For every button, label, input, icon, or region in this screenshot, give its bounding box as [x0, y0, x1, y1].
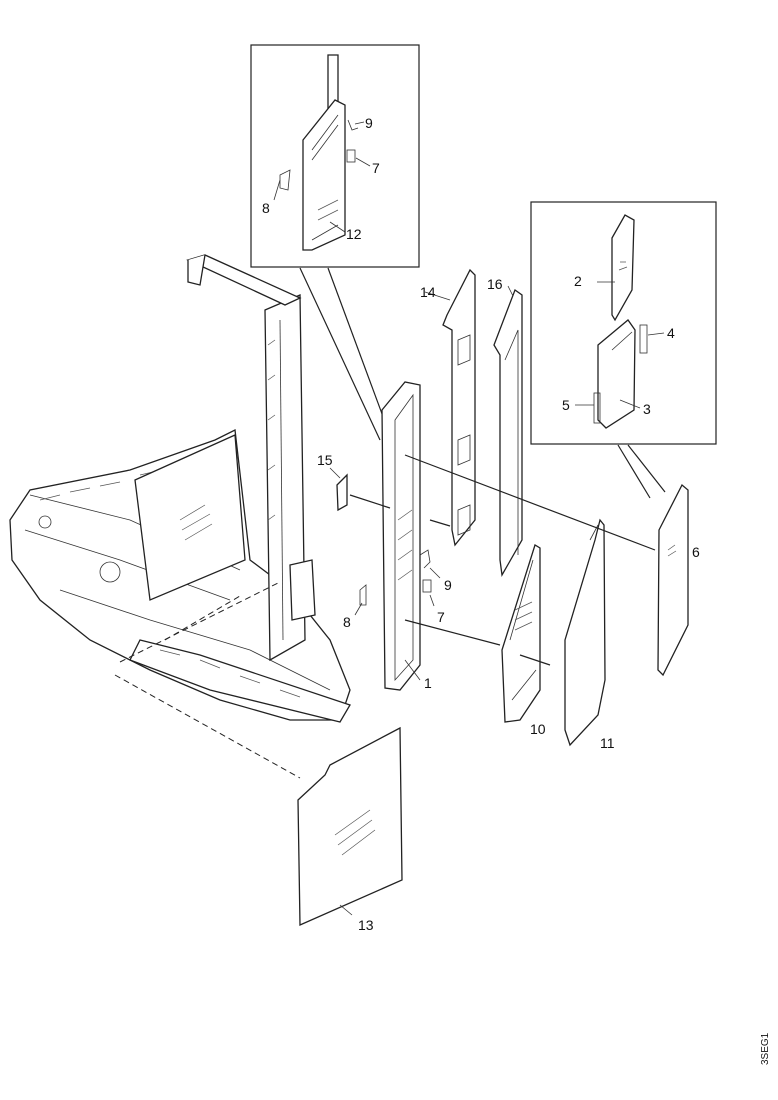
- callout-2-top: 2: [574, 273, 582, 289]
- figure-code: 3SEG1: [760, 1032, 771, 1065]
- inset-connector-left-1: [299, 267, 381, 441]
- part-10-inner-panel: [501, 544, 541, 723]
- callout-5: 5: [562, 397, 570, 413]
- assembly-line-5: [519, 654, 551, 666]
- inset-connector-right-2: [627, 444, 666, 493]
- part-14-panel: [424, 268, 476, 547]
- callout-8-inset: 8: [262, 200, 270, 216]
- callout-3: 3: [643, 401, 651, 417]
- inset-connector-left-2: [327, 267, 389, 431]
- part-6-door-panel: [657, 483, 689, 677]
- part-15-plate: [329, 467, 348, 512]
- assembly-line-4: [429, 519, 451, 527]
- callout-9-inset: 9: [365, 115, 373, 131]
- part-11-side-cover: [564, 518, 606, 747]
- callout-14: 14: [420, 284, 436, 300]
- callout-4: 4: [667, 325, 675, 341]
- callout-8-main: 8: [343, 614, 351, 630]
- callout-7-main: 7: [437, 609, 445, 625]
- assembly-line-3: [404, 619, 501, 646]
- part-13-front-cover: [297, 726, 403, 926]
- callout-10: 10: [530, 721, 546, 737]
- hardware-main: [354, 549, 441, 616]
- inset-detail-left: [250, 44, 420, 268]
- guide-dashed-line-3: [164, 595, 241, 641]
- assembly-line-1: [404, 454, 656, 551]
- callout-12: 12: [346, 226, 362, 242]
- callout-6: 6: [692, 544, 700, 560]
- callouts: 2 4 5 3 9 7 8 12 14 16 15 6 9 7 8 1 10 1…: [262, 115, 700, 933]
- callout-1: 1: [424, 675, 432, 691]
- guide-dashed-line-1: [114, 674, 301, 779]
- chassis-frame: [9, 254, 351, 723]
- callout-16: 16: [487, 276, 503, 292]
- callout-7-inset: 7: [372, 160, 380, 176]
- assembly-line-2: [349, 494, 391, 509]
- callout-9-main: 9: [444, 577, 452, 593]
- callout-15: 15: [317, 452, 333, 468]
- inset-connector-right-1: [617, 444, 651, 499]
- callout-11: 11: [600, 735, 615, 751]
- part-16-panel: [493, 285, 523, 577]
- callout-13: 13: [358, 917, 374, 933]
- inset-detail-right: [530, 201, 717, 445]
- part-1-frame: [381, 381, 421, 691]
